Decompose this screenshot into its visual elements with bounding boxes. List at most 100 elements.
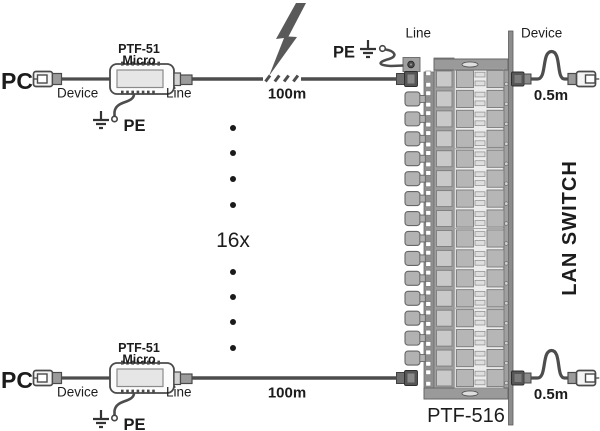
rack-port	[404, 349, 509, 368]
ellipsis-dot	[230, 345, 236, 351]
plug-stem	[419, 354, 426, 363]
protection-module	[486, 289, 505, 308]
rj45-plug-icon	[404, 191, 421, 207]
pe-terminal-ring	[111, 414, 119, 422]
protection-module	[456, 169, 474, 188]
pe-wire	[113, 393, 136, 415]
rack-port	[404, 169, 509, 188]
protector-variant-label: Micro	[122, 54, 156, 68]
rack-model-label: PTF-516	[427, 405, 505, 427]
rj45-plug-icon	[404, 350, 421, 366]
ellipsis-dot	[230, 319, 236, 325]
rj45-plug-icon	[404, 210, 421, 227]
plug-stem	[419, 234, 426, 243]
protection-module	[486, 269, 505, 288]
protection-module	[456, 209, 474, 228]
component	[474, 100, 486, 107]
plug-stem	[419, 94, 426, 103]
component	[474, 260, 486, 266]
port-jack	[436, 230, 453, 247]
port-jack	[436, 130, 453, 148]
component	[474, 120, 486, 127]
rj45-plug-icon	[404, 330, 421, 346]
right-nub	[504, 161, 509, 166]
right-nub	[504, 201, 509, 206]
protection-module	[486, 149, 505, 168]
pe-ground: PE	[91, 393, 146, 431]
rack-port	[404, 289, 509, 308]
pc-label: PC	[1, 367, 33, 393]
port-jack	[436, 369, 453, 387]
cable-boot	[396, 372, 405, 384]
protection-module	[456, 129, 474, 148]
surge-protector-window	[116, 368, 164, 388]
endpoint-group: PC PTF-51 Micro Device Line PE	[1, 341, 193, 431]
protector-model-label: PTF-51	[118, 341, 160, 355]
protection-module	[456, 249, 474, 268]
protection-module	[486, 109, 505, 128]
plug-detail	[514, 374, 522, 382]
rack-bottom-slot	[461, 390, 479, 397]
mounting-panel-edge	[508, 30, 514, 426]
plug-detail	[584, 373, 596, 383]
ellipsis-dot	[230, 125, 236, 131]
port-jack	[436, 210, 453, 227]
component	[474, 91, 486, 98]
port-jack	[436, 150, 453, 168]
rack-port	[404, 189, 509, 208]
plug-stem	[419, 274, 426, 283]
rack-port	[404, 229, 509, 248]
component	[474, 339, 486, 346]
cable-break-dashes	[264, 74, 300, 83]
pe-label: PE	[124, 416, 146, 431]
rack-port	[404, 209, 509, 228]
component	[474, 140, 486, 146]
distance-label-bottom: 100m	[268, 385, 306, 402]
component	[474, 240, 486, 246]
protection-module	[486, 368, 505, 388]
pe-wire	[379, 48, 404, 68]
plug-stem	[419, 134, 426, 143]
component	[474, 279, 486, 286]
ellipsis-dot	[230, 176, 236, 182]
port-jack	[436, 269, 453, 287]
component	[474, 350, 486, 357]
port-jack	[436, 70, 453, 88]
protection-module	[456, 329, 474, 348]
component	[474, 211, 486, 217]
component	[474, 180, 486, 186]
rj45-plug-icon	[404, 171, 421, 187]
lan-patch-cable: 0.5m	[511, 348, 600, 403]
rack-pe-ground: PE	[333, 38, 404, 68]
rack-port	[404, 109, 509, 128]
rack-port	[404, 129, 509, 148]
multiplier-label: 16x	[216, 229, 250, 252]
protection-module	[486, 189, 505, 208]
component	[474, 71, 486, 78]
rj45-plug-icon	[404, 310, 421, 326]
ellipsis-dot	[230, 269, 236, 275]
surge-protector-window	[116, 69, 164, 89]
right-nub	[504, 380, 509, 386]
protection-module	[456, 109, 474, 128]
pe-wire	[113, 94, 136, 116]
rj45-plug-icon	[404, 91, 421, 107]
rj45-plug-icon	[404, 250, 421, 266]
port-jack	[436, 289, 453, 307]
protection-module	[486, 89, 505, 108]
protection-module	[486, 129, 505, 148]
right-nub	[504, 261, 509, 266]
component	[474, 271, 486, 277]
pe-terminal-ring	[111, 115, 119, 123]
rack-line-label: Line	[406, 26, 432, 41]
plug-stem	[419, 174, 426, 183]
protector-variant-label: Micro	[122, 353, 156, 367]
plug-stem	[419, 214, 426, 223]
port-jack	[436, 249, 453, 267]
surge-protector	[109, 61, 193, 95]
ground-icon	[91, 408, 111, 429]
rack-port	[404, 329, 509, 348]
cable-boot	[567, 371, 578, 385]
rack-port	[396, 368, 509, 388]
